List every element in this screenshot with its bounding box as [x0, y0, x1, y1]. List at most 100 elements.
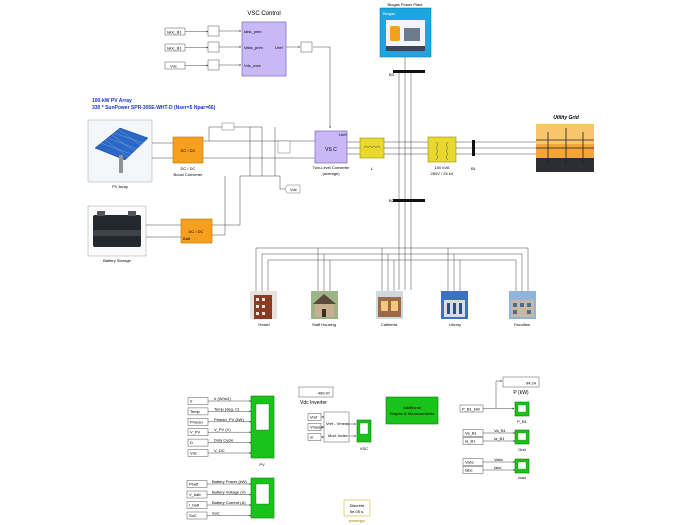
pv-heading-2: 330 * SunPower SPR-305E-WHT-D (Nser=5 Np… [92, 105, 216, 111]
svg-text:Vdc: Vdc [170, 64, 177, 69]
svg-text:D: D [190, 440, 193, 445]
bus-b3[interactable] [393, 70, 425, 73]
dc-voltage-measurement[interactable] [277, 140, 291, 154]
grid-scope[interactable] [514, 429, 530, 445]
rate-transition-2[interactable] [207, 41, 220, 53]
pv-heading-1: 100-kW PV Array [92, 98, 132, 104]
additional-graphs-button[interactable]: Additional Graphs & Measurements [385, 396, 439, 425]
grid_scope-port-label-2: Ia_B1 [494, 436, 505, 441]
load-scope[interactable] [514, 458, 530, 474]
load-cafeteria-label: Cafeteria [381, 322, 398, 327]
transformer-caption-2: 260V / 25 kV [431, 171, 454, 176]
load-cafeteria-image[interactable] [376, 291, 403, 319]
load_scope-port-label-1: Vabc [494, 457, 503, 462]
svg-text:Graphs & Measurements: Graphs & Measurements [390, 411, 434, 416]
svg-text:Temp: Temp [190, 409, 201, 414]
batt_scope-input-4[interactable]: SoC [186, 511, 252, 520]
dc-link-capacitor[interactable] [221, 122, 235, 131]
svg-text:DC / DC: DC / DC [189, 229, 204, 234]
pv_scope-input-1[interactable]: Ir [187, 397, 252, 405]
pv_scope-input-3[interactable]: Pmean [187, 418, 252, 426]
battery-label: Battery Storage [103, 258, 132, 263]
load_scope-input-1[interactable]: Vabc [462, 458, 516, 466]
svg-text:499.97: 499.97 [318, 391, 331, 396]
bus-b1[interactable] [472, 140, 475, 156]
svg-text:94.24: 94.24 [526, 381, 537, 386]
vsc-scope-title: VSC [360, 446, 368, 451]
batt_scope-input-2[interactable]: V_batt [186, 490, 252, 499]
vsc-control-block[interactable]: Iabc_prim Vabc_prim Vdc_mes Uref [241, 21, 287, 77]
filter-inductor-block[interactable] [359, 137, 385, 159]
p-b1-input-tag[interactable]: P_B1_kW [459, 404, 484, 413]
svg-text:Vabc_prim: Vabc_prim [244, 45, 263, 50]
pv-array-label: PV Array [112, 184, 128, 189]
powergui-block[interactable]: Discrete 5e-05 s. [343, 499, 371, 517]
svg-text:V_PV: V_PV [190, 430, 201, 435]
filter-label: L [371, 166, 374, 171]
load-staff-housing-image[interactable] [311, 291, 338, 319]
transformer-block[interactable] [427, 136, 457, 163]
battery-image[interactable] [87, 205, 147, 257]
pv_scope-port-label-5: Duty Cycle [214, 438, 234, 443]
vsc_scope-input-1[interactable]: Vref [307, 413, 325, 421]
svg-text:Vmeas: Vmeas [310, 425, 322, 430]
pv_scope-input-6[interactable]: Vdc [187, 449, 252, 457]
svg-text:SoC: SoC [189, 513, 197, 518]
vsc-port-block[interactable]: Vref - Vmeas Mod. Index [323, 411, 350, 443]
svg-text:DC / DC: DC / DC [181, 148, 196, 153]
rate-transition-3[interactable] [207, 59, 220, 71]
load_scope-input-2[interactable]: Iabc [462, 466, 516, 474]
two-level-converter-block[interactable]: VS C Uref [314, 130, 347, 164]
load-hostel-image[interactable] [250, 291, 277, 319]
vsc_scope-input-3[interactable]: m [307, 433, 325, 441]
bus-b3-label: B3 [389, 72, 395, 77]
grid_scope-input-1[interactable]: Va_B1 [462, 429, 516, 437]
vsc-control-input-3[interactable]: Vdc [164, 61, 186, 70]
grid-power-display[interactable]: 94.24 [502, 376, 540, 388]
batt_scope-input-3[interactable]: I_batt [186, 501, 252, 509]
svg-text:Discrete: Discrete [350, 503, 365, 508]
pv_scope-input-4[interactable]: V_PV [187, 428, 252, 436]
svg-text:I_batt: I_batt [189, 503, 200, 508]
svg-text:Iabc_B1: Iabc_B1 [167, 46, 182, 51]
boost-caption-2: Boost Converter [174, 172, 204, 177]
load-faculties-image[interactable] [509, 291, 536, 319]
pv-array-image[interactable] [87, 119, 153, 183]
pv_scope-port-label-3: Pmean_PV (kW) [214, 417, 244, 422]
utility-grid-image[interactable] [536, 124, 594, 172]
vsc-control-input-1[interactable]: Iabc_B1 [164, 27, 186, 36]
battery-scope[interactable] [250, 477, 275, 519]
pv-scope-title: PV [259, 462, 265, 467]
pv_scope-port-label-6: V_DC [214, 448, 225, 453]
biogas-title: Biogas Power Plant [388, 2, 424, 7]
grid_scope-input-2[interactable]: Ia_B1 [462, 437, 516, 445]
load-faculties-label: Faculties [514, 322, 530, 327]
load-library-image[interactable] [441, 291, 468, 319]
boost-converter-block[interactable]: DC / DC [172, 136, 204, 164]
uref-rate-transition[interactable] [300, 41, 313, 53]
svg-text:Iabc_B1: Iabc_B1 [167, 30, 182, 35]
rate-transition-1[interactable] [207, 25, 220, 37]
svg-text:Va_B1: Va_B1 [465, 431, 477, 436]
pv-scope[interactable] [250, 395, 275, 459]
vsc_scope-input-2[interactable]: Vmeas [307, 423, 325, 431]
p-b1-scope[interactable] [514, 401, 530, 417]
grid-power-label: P (kW) [513, 390, 529, 396]
pv_scope-input-5[interactable]: D [187, 438, 252, 447]
pv_scope-input-2[interactable]: Temp [187, 407, 252, 416]
svg-text:Pmean: Pmean [190, 419, 203, 424]
battery-dcdc-block[interactable]: DC / DC Batt [180, 218, 213, 244]
svg-text:Additional: Additional [403, 405, 421, 410]
vdc-goto-tag[interactable]: Vdc [284, 184, 301, 194]
vdc-inverter-display[interactable]: 499.97 [298, 386, 334, 398]
transformer-caption-1: 100 kVA [435, 165, 450, 170]
svg-text:Vdc: Vdc [290, 187, 297, 192]
batt_scope-input-1[interactable]: Pbatt [186, 480, 252, 488]
svg-text:Vdc: Vdc [190, 451, 197, 456]
pv_scope-port-label-1: Ir (W/m2) [214, 396, 231, 401]
biogas-plant-image[interactable]: Biogas [379, 7, 432, 58]
vsc-scope[interactable] [356, 419, 372, 443]
bus-b2[interactable] [393, 199, 425, 202]
vsc-control-input-2[interactable]: Iabc_B1 [164, 43, 186, 52]
